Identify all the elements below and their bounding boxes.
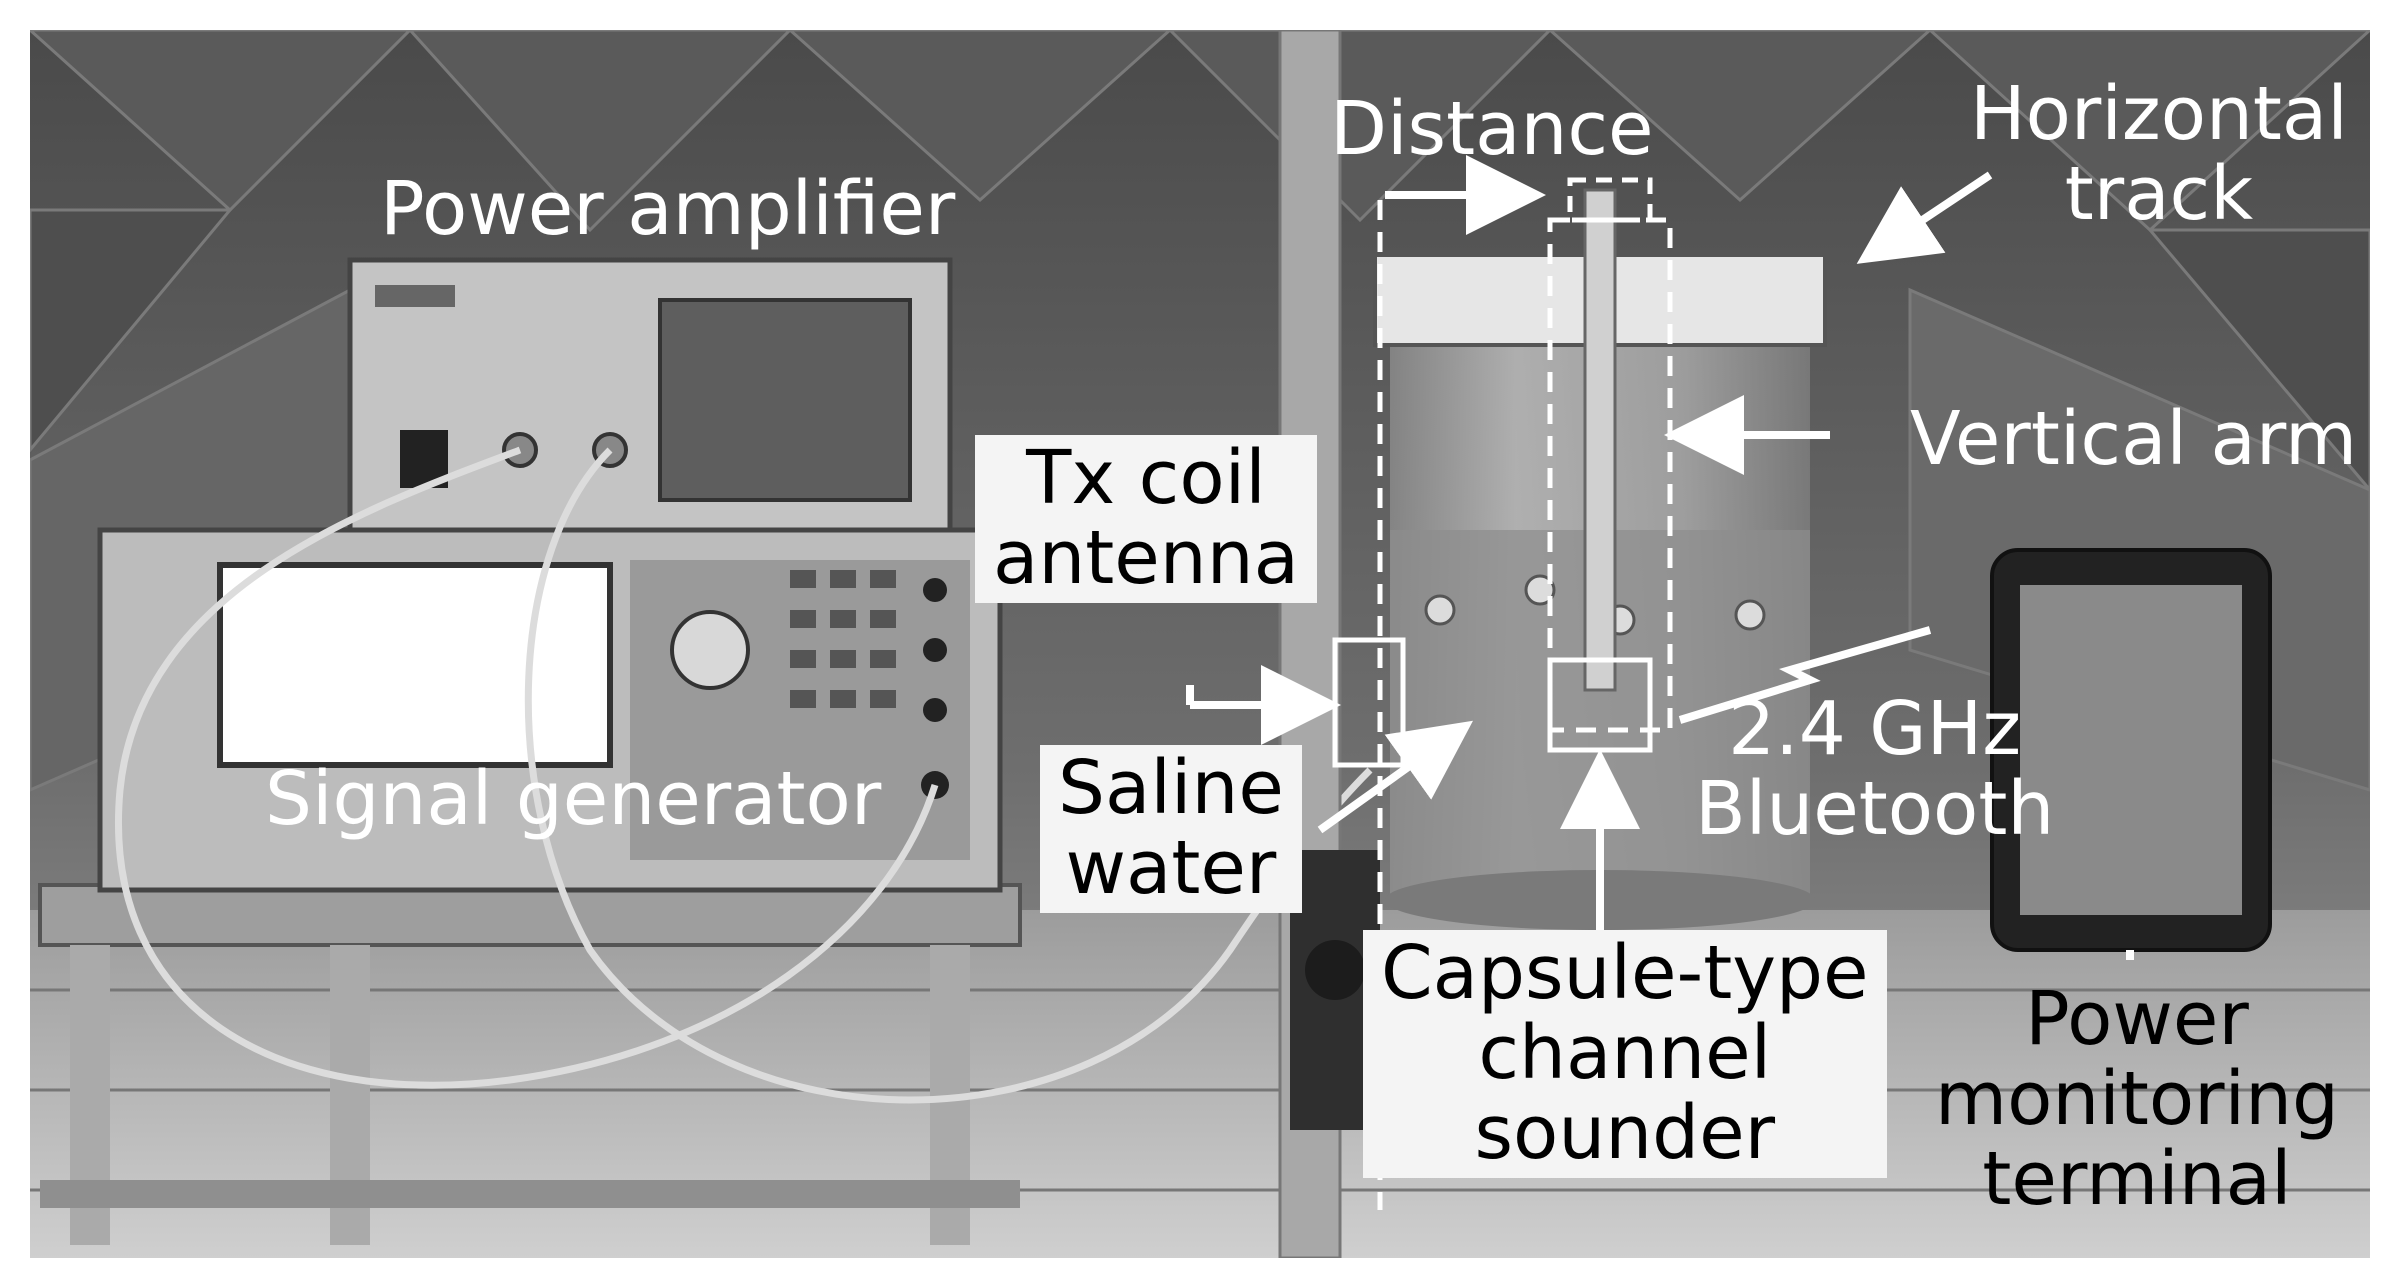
bluetooth-label: 2.4 GHz Bluetooth xyxy=(1695,686,2055,852)
photo-illustration xyxy=(26,28,2374,1260)
power-amplifier-label: Power amplifier xyxy=(380,166,956,252)
capsule-sounder-label: Capsule-type channel sounder xyxy=(1363,930,1887,1178)
horizontal-track-label: Horizontal track xyxy=(1970,71,2348,237)
monitoring-tablet xyxy=(1990,548,2272,952)
power-amplifier-device xyxy=(347,257,953,533)
lab-setup-photo: Power amplifier Signal generator Distanc… xyxy=(26,28,2374,1260)
power-terminal-label: Power monitoring terminal xyxy=(1935,976,2339,1222)
tx-coil-antenna-label: Tx coil antenna xyxy=(975,435,1317,603)
signal-generator-label: Signal generator xyxy=(265,756,882,842)
vertical-arm-label: Vertical arm xyxy=(1910,396,2358,482)
annotation-arrows xyxy=(1186,155,2134,960)
distance-label: Distance xyxy=(1330,86,1654,172)
instrument-cart xyxy=(38,883,1022,1245)
saline-tank xyxy=(1373,188,1827,930)
saline-water-label: Saline water xyxy=(1040,745,1302,913)
